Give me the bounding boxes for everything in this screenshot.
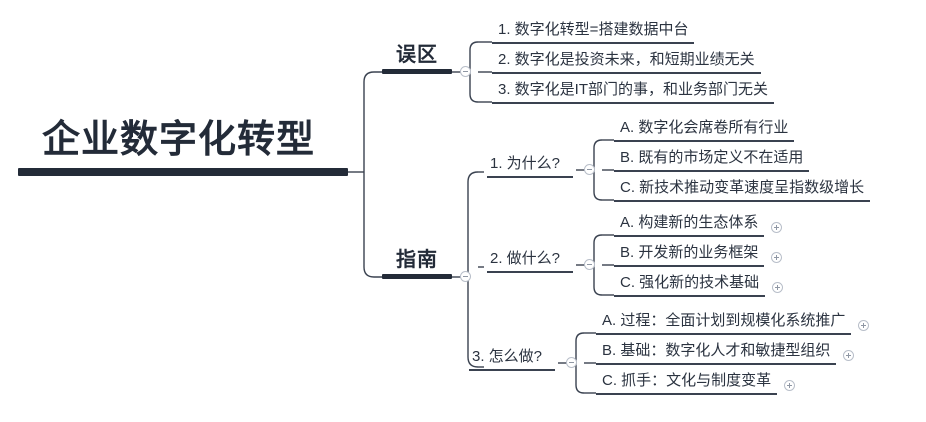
leaf-text: A. 过程：全面计划到规模化系统推广 xyxy=(602,312,846,329)
group-underline xyxy=(487,271,573,273)
group-label-why[interactable]: 1. 为什么? xyxy=(487,152,573,178)
leaf-node[interactable]: C. 新技术推动变革速度呈指数级增长 xyxy=(614,178,870,202)
leaf-text: C. 新技术推动变革速度呈指数级增长 xyxy=(620,179,865,196)
leaf-text: 2. 数字化是投资未来，和短期业绩无关 xyxy=(498,51,755,68)
leaf-text: A. 数字化会席卷所有行业 xyxy=(620,119,789,136)
leaf-node[interactable]: 1. 数字化转型=搭建数据中台 xyxy=(492,20,694,44)
leaf-underline xyxy=(492,42,694,44)
leaf-underline xyxy=(614,140,794,142)
leaf-node[interactable]: C. 抓手：文化与制度变革 xyxy=(596,371,796,395)
leaf-underline xyxy=(614,200,870,202)
circle-plus-icon[interactable] xyxy=(771,251,783,263)
branch-label-text: 误区 xyxy=(396,44,438,66)
circle-minus-icon-what[interactable] xyxy=(584,259,595,270)
leaf-underline xyxy=(492,102,774,104)
circle-minus-icon-guide[interactable] xyxy=(460,271,471,282)
leaf-text: B. 开发新的业务框架 xyxy=(620,244,759,261)
leaf-underline xyxy=(614,235,764,237)
leaf-text: B. 基础：数字化人才和敏捷型组织 xyxy=(602,342,831,359)
group-label-what[interactable]: 2. 做什么? xyxy=(487,247,573,273)
group-underline xyxy=(469,369,555,371)
leaf-underline xyxy=(614,265,764,267)
leaf-node[interactable]: 2. 数字化是投资未来，和短期业绩无关 xyxy=(492,50,761,74)
root-underline xyxy=(18,168,348,176)
leaf-node[interactable]: A. 构建新的生态体系 xyxy=(614,213,783,237)
group-underline xyxy=(487,176,573,178)
leaf-underline xyxy=(614,295,765,297)
leaf-underline xyxy=(596,393,777,395)
circle-minus-icon-misconceptions[interactable] xyxy=(460,66,471,77)
circle-plus-icon[interactable] xyxy=(772,281,784,293)
group-label-how[interactable]: 3. 怎么做? xyxy=(469,345,555,371)
leaf-text: C. 抓手：文化与制度变革 xyxy=(602,372,772,389)
group-label-text: 3. 怎么做? xyxy=(472,348,543,365)
leaf-underline xyxy=(596,363,836,365)
branch-label-misconceptions[interactable]: 误区 xyxy=(382,38,452,74)
leaf-text: B. 既有的市场定义不在适用 xyxy=(620,149,804,166)
leaf-node[interactable]: A. 过程：全面计划到规模化系统推广 xyxy=(596,311,870,335)
leaf-text: A. 构建新的生态体系 xyxy=(620,214,759,231)
branch-underline xyxy=(382,274,452,279)
leaf-underline xyxy=(614,170,809,172)
branch-label-guide[interactable]: 指南 xyxy=(382,243,452,279)
circle-minus-icon-how[interactable] xyxy=(566,357,577,368)
root-title: 企业数字化转型 xyxy=(42,119,316,161)
leaf-node[interactable]: A. 数字化会席卷所有行业 xyxy=(614,118,794,142)
group-label-text: 1. 为什么? xyxy=(490,155,561,172)
leaf-node[interactable]: B. 既有的市场定义不在适用 xyxy=(614,148,809,172)
leaf-node[interactable]: 3. 数字化是IT部门的事，和业务部门无关 xyxy=(492,80,774,104)
leaf-text: C. 强化新的技术基础 xyxy=(620,274,760,291)
branch-label-text: 指南 xyxy=(396,249,438,271)
circle-minus-icon-why[interactable] xyxy=(584,164,595,175)
leaf-node[interactable]: B. 基础：数字化人才和敏捷型组织 xyxy=(596,341,855,365)
leaf-text: 1. 数字化转型=搭建数据中台 xyxy=(498,21,689,38)
circle-plus-icon[interactable] xyxy=(843,349,855,361)
leaf-underline xyxy=(596,333,851,335)
circle-plus-icon[interactable] xyxy=(771,221,783,233)
leaf-underline xyxy=(492,72,761,74)
circle-plus-icon[interactable] xyxy=(858,319,870,331)
leaf-node[interactable]: B. 开发新的业务框架 xyxy=(614,243,783,267)
leaf-node[interactable]: C. 强化新的技术基础 xyxy=(614,273,784,297)
group-label-text: 2. 做什么? xyxy=(490,250,561,267)
branch-underline xyxy=(382,69,452,74)
circle-plus-icon[interactable] xyxy=(784,379,796,391)
leaf-text: 3. 数字化是IT部门的事，和业务部门无关 xyxy=(498,81,769,98)
